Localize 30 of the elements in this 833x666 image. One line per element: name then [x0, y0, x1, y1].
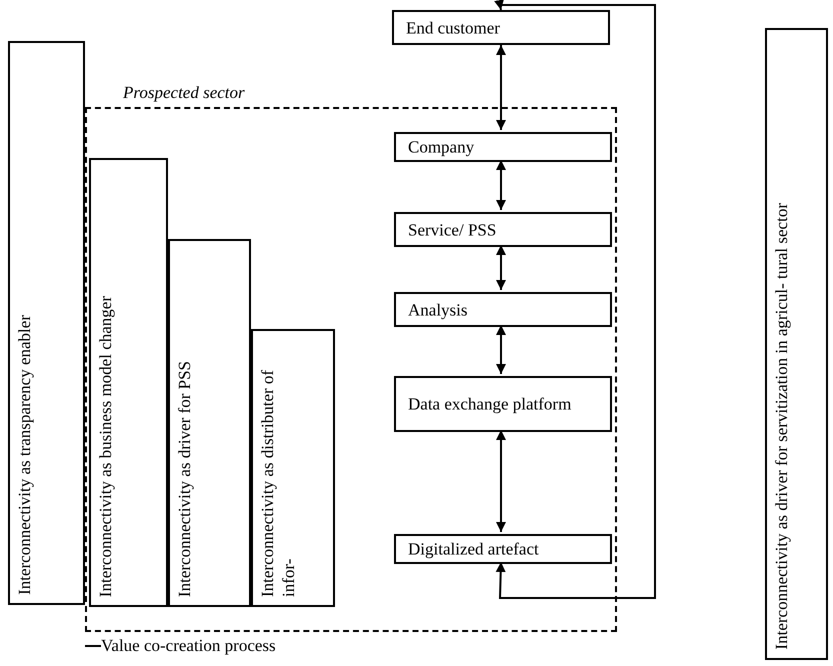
vertical-label: Interconnectivity as driver for servitization in agricul- tural sector [771, 203, 792, 650]
arrow [496, 430, 506, 532]
vertical-label-box [89, 158, 168, 607]
process-box [394, 132, 612, 162]
vertical-label: Interconnectivity as business model changer [95, 296, 116, 597]
node-label: Digitalized artefact [408, 538, 540, 560]
vertical-label: Interconnectivity as distributer of infor- [257, 368, 299, 597]
process-box [392, 10, 610, 45]
arrow [496, 325, 506, 374]
process-box [394, 534, 612, 564]
legend-label: Value co-creation process [101, 636, 276, 656]
vertical-label: Interconnectivity as transparency enabler [14, 315, 35, 595]
node-label: Data exchange platform [408, 394, 572, 414]
arrow [496, 160, 506, 210]
process-box [394, 212, 612, 247]
arrow [494, 0, 656, 599]
vertical-label-box [765, 28, 828, 660]
node-label: Company [408, 136, 476, 158]
node-label: End customer [406, 17, 501, 38]
node-label: Analysis [408, 299, 468, 320]
arrow [496, 245, 506, 290]
arrow [496, 45, 506, 130]
vertical-label-box [251, 329, 335, 607]
process-box [394, 376, 612, 432]
node-label: Service/ PSS [408, 219, 498, 240]
process-box [394, 292, 612, 327]
region-heading: Prospected sector [123, 83, 245, 103]
vertical-label-box [168, 239, 251, 607]
vertical-label-box [8, 41, 85, 605]
vertical-label: Interconnectivity as driver for PSS [174, 360, 195, 597]
